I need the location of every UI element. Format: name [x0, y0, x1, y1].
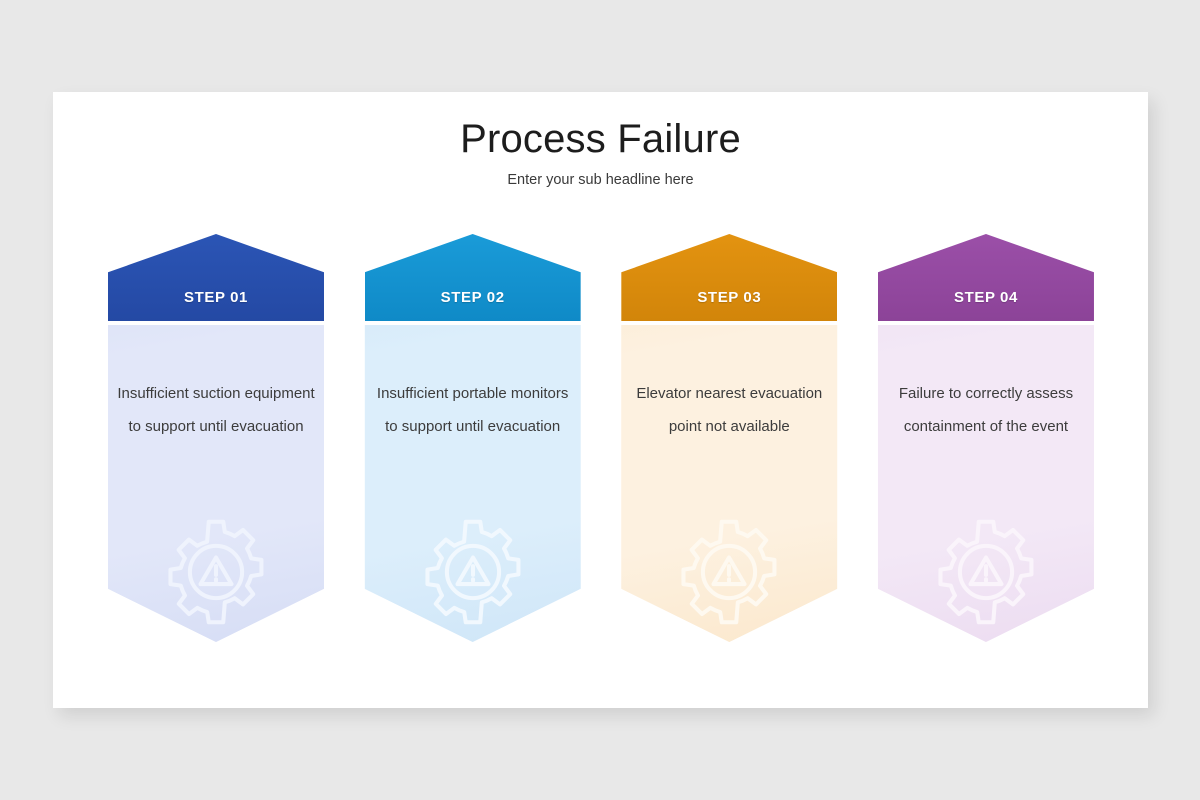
step-card[interactable]: STEP 01 Insufficient suction equipment t…	[101, 229, 331, 652]
gear-warning-icon	[415, 514, 531, 630]
step-badge[interactable]: STEP 04	[871, 227, 1101, 332]
step-badge-label: STEP 04	[953, 289, 1018, 306]
step-badge-fill: STEP 02	[364, 234, 581, 321]
gear-warning-icon	[158, 514, 274, 630]
step-badge[interactable]: STEP 01	[101, 227, 331, 332]
step-badge[interactable]: STEP 03	[614, 227, 844, 332]
step-card[interactable]: STEP 03 Elevator nearest evacuation poin…	[614, 229, 844, 652]
page-subtitle: Enter your sub headline here	[507, 172, 694, 188]
step-description: Insufficient suction equipment to suppor…	[117, 385, 315, 435]
gear-warning-icon	[928, 514, 1044, 630]
gear-warning-icon	[671, 514, 787, 630]
page-title: Process Failure	[460, 117, 741, 161]
step-badge-fill: STEP 01	[108, 234, 324, 321]
presentation-slide: Process Failure Enter your sub headline …	[53, 92, 1148, 708]
step-badge[interactable]: STEP 02	[358, 227, 588, 332]
step-badge-label: STEP 01	[184, 289, 248, 306]
step-description: Failure to correctly assess containment …	[898, 385, 1074, 435]
step-badge-label: STEP 03	[697, 289, 762, 306]
step-card[interactable]: STEP 04 Failure to correctly assess cont…	[871, 229, 1101, 652]
step-description: Elevator nearest evacuation point not av…	[636, 385, 823, 435]
step-card[interactable]: STEP 02 Insufficient portable monitors t…	[358, 229, 588, 652]
step-description: Insufficient portable monitors to suppor…	[376, 385, 569, 435]
step-badge-label: STEP 02	[440, 289, 505, 306]
step-badge-fill: STEP 04	[877, 234, 1094, 321]
step-badge-fill: STEP 03	[621, 234, 838, 321]
steps-container: STEP 01 Insufficient suction equipment t…	[101, 229, 1101, 652]
